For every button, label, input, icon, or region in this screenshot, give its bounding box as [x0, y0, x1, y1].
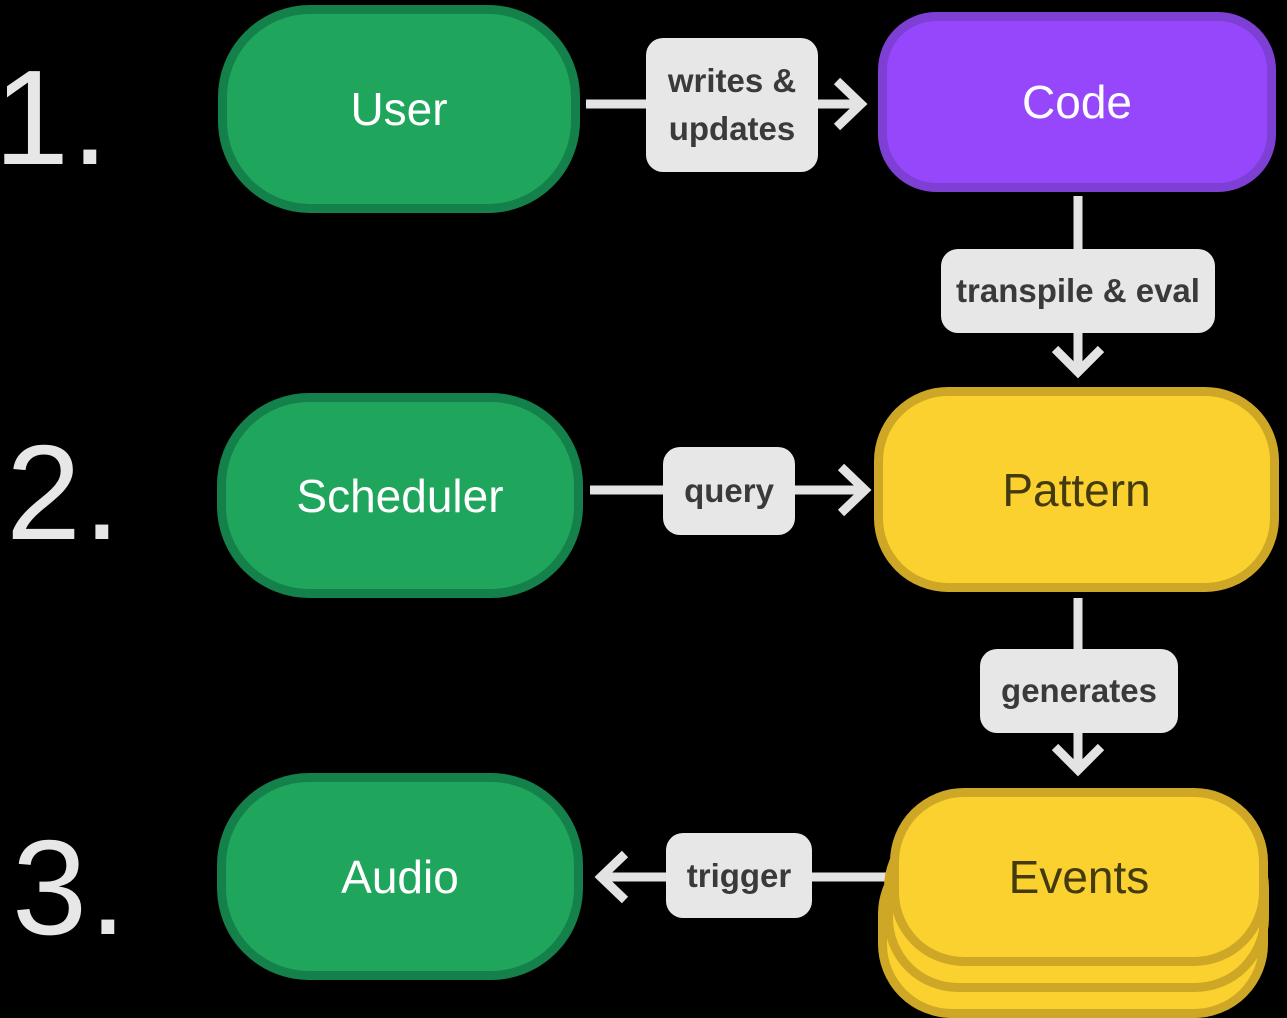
node-user-label: User: [350, 83, 448, 135]
arrowhead-right-icon: [837, 463, 872, 517]
edge-label-writes-updates: writes & updates: [646, 38, 818, 172]
node-code: Code: [878, 12, 1276, 192]
arrowhead-left-icon: [594, 850, 629, 904]
edge-label-trigger: trigger: [666, 833, 812, 918]
edge-label-query: query: [663, 447, 795, 535]
edge-label-transpile-eval: transpile & eval: [941, 249, 1215, 333]
node-audio: Audio: [217, 773, 583, 980]
node-pattern: Pattern: [874, 387, 1279, 592]
step-number-1: 1.: [0, 42, 111, 193]
arrowhead-down-icon: [1051, 345, 1105, 379]
step-number-3: 3.: [12, 812, 129, 963]
node-events: Events: [890, 788, 1268, 966]
edge-label-generates: generates: [980, 649, 1178, 733]
node-user: User: [218, 5, 580, 213]
node-pattern-label: Pattern: [1002, 463, 1151, 516]
node-events-label: Events: [1008, 851, 1150, 903]
arrowhead-down-icon: [1051, 743, 1105, 777]
node-audio-label: Audio: [341, 850, 459, 903]
step-number-2: 2.: [6, 417, 123, 568]
node-scheduler: Scheduler: [217, 393, 583, 598]
arrowhead-right-icon: [833, 77, 868, 131]
node-scheduler-label: Scheduler: [296, 469, 504, 522]
node-code-label: Code: [1022, 76, 1132, 128]
